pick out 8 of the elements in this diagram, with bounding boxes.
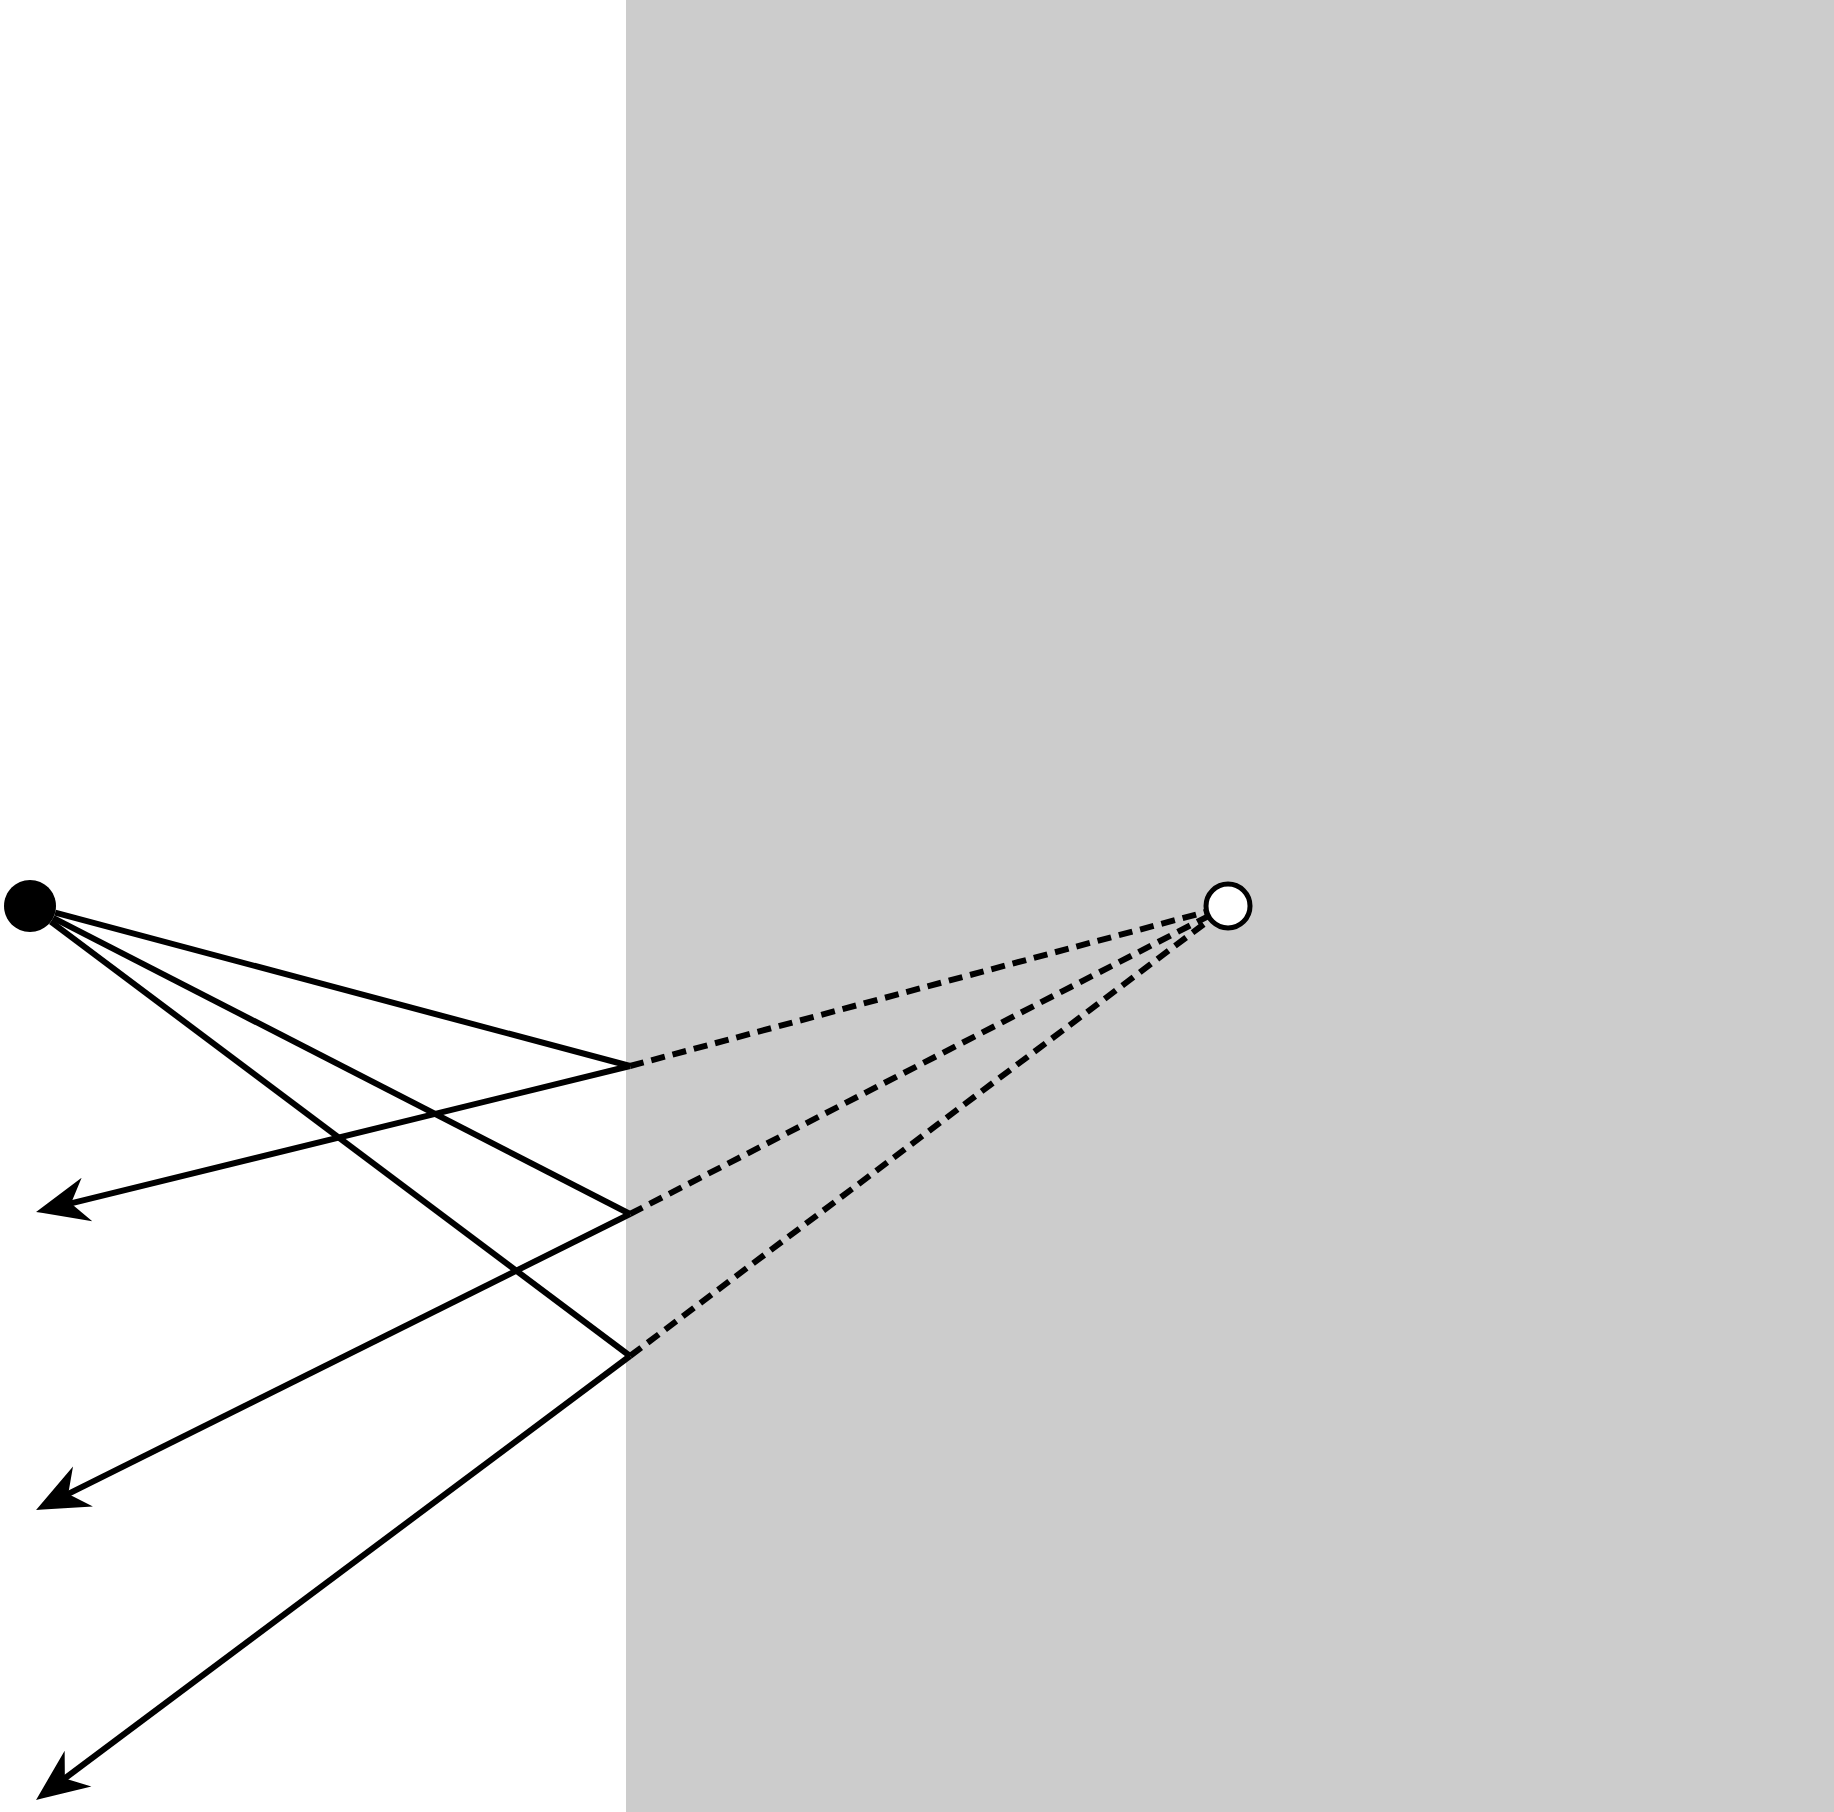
extension-line xyxy=(629,908,1208,1069)
image-point xyxy=(1203,881,1253,931)
mirror xyxy=(626,0,1834,1812)
extension-line xyxy=(628,913,1210,1217)
light-ray xyxy=(49,919,632,1359)
point-source xyxy=(4,880,56,932)
light-ray xyxy=(54,909,631,1069)
light-ray xyxy=(51,915,632,1217)
